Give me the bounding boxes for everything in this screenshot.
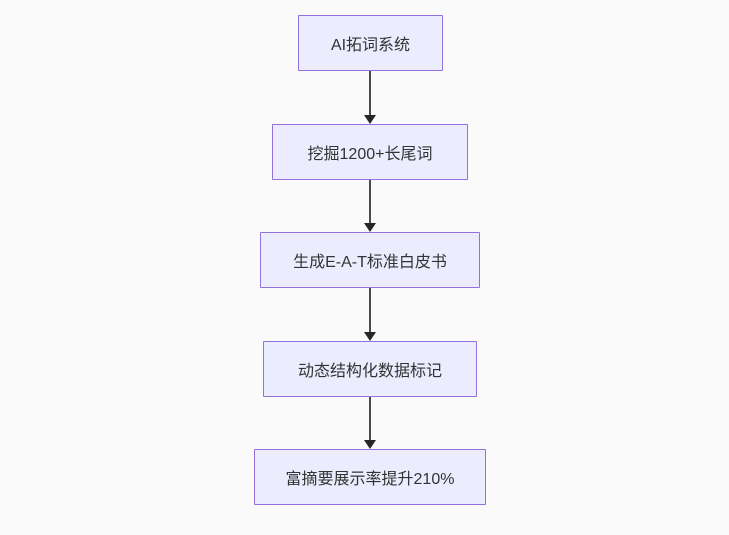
node-label: 动态结构化数据标记 — [297, 363, 442, 380]
arrow-line — [369, 397, 371, 441]
node-label: AI拓词系统 — [330, 37, 411, 54]
flowchart-node-structured-data: 动态结构化数据标记 — [263, 341, 477, 397]
flowchart-node-rich-snippet-result: 富摘要展示率提升210% — [254, 449, 486, 505]
node-label: 生成E-A-T标准白皮书 — [293, 254, 447, 271]
arrow-down-icon — [364, 180, 376, 232]
flowchart-node-eat-whitepaper: 生成E-A-T标准白皮书 — [260, 232, 480, 288]
arrow-line — [369, 288, 371, 333]
arrow-down-icon — [364, 288, 376, 341]
arrow-line — [369, 71, 371, 116]
arrowhead-icon — [364, 440, 376, 449]
arrowhead-icon — [364, 332, 376, 341]
node-label: 富摘要展示率提升210% — [285, 471, 455, 488]
flowchart-node-ai-word-expansion: AI拓词系统 — [298, 15, 443, 71]
arrow-down-icon — [364, 71, 376, 124]
flowchart-node-longtail-keywords: 挖掘1200+长尾词 — [272, 124, 468, 180]
arrow-line — [369, 180, 371, 224]
arrowhead-icon — [364, 115, 376, 124]
arrow-down-icon — [364, 397, 376, 449]
arrowhead-icon — [364, 223, 376, 232]
node-label: 挖掘1200+长尾词 — [307, 146, 433, 163]
